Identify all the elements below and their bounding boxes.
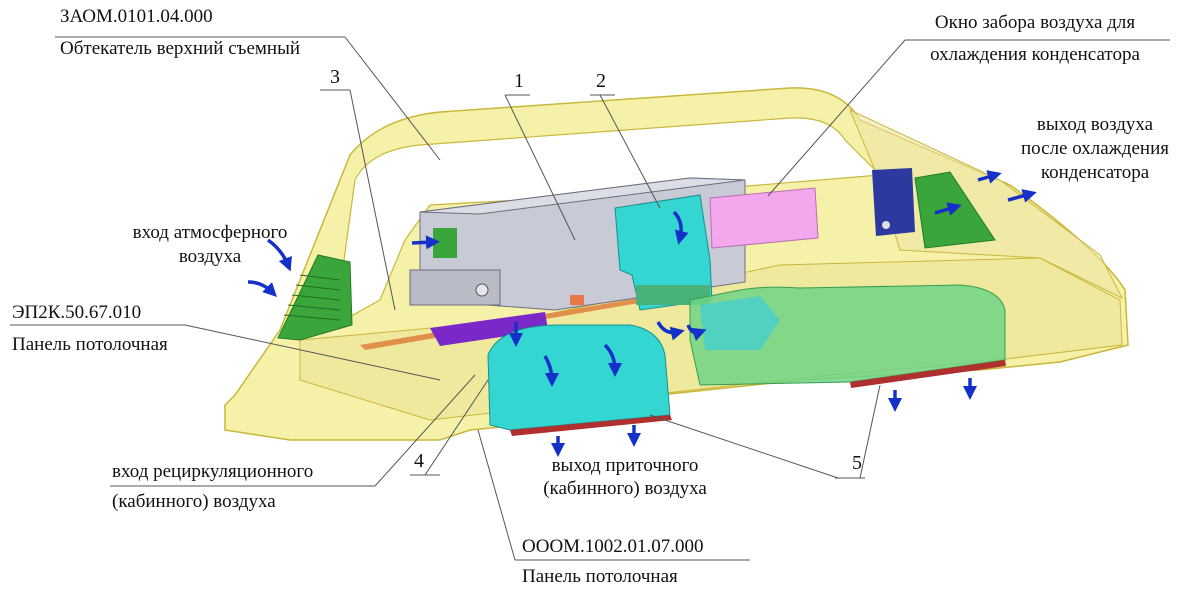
blue-block-screw (882, 221, 890, 229)
arrow-front-duct-2 (603, 343, 622, 377)
label-exit-l2: после охлаждения (1021, 138, 1169, 159)
blue-block (872, 168, 915, 236)
label-panel2-name: Панель потолочная (522, 566, 678, 587)
label-window-l2: охлаждения конденсатора (930, 44, 1140, 65)
arrow-exit-2 (977, 170, 1002, 184)
arrow-duct-curve-1 (656, 321, 685, 341)
callout-5: 5 (852, 452, 862, 474)
callout-2: 2 (596, 70, 606, 92)
supply-duct-front-red-strip (510, 415, 672, 436)
label-recirc-l1: вход рециркуляционного (112, 461, 314, 482)
supply-duct-right-red-strip (850, 360, 1006, 388)
leader-lines (10, 36, 1170, 561)
arrow-inlet-2 (247, 280, 277, 297)
unit-1-bracket (409, 269, 501, 306)
callout-3: 3 (330, 66, 340, 88)
label-panel1-name: Панель потолочная (12, 334, 168, 355)
arrow-exit-1 (934, 202, 962, 216)
callout-1: 1 (514, 70, 524, 92)
label-exit-l3: конденсатора (1040, 162, 1150, 183)
callout-4: 4 (414, 450, 424, 472)
unit-1-bolt (475, 283, 489, 297)
label-window-l1: Окно забора воздуха для (934, 12, 1136, 33)
orange-block (570, 295, 584, 305)
label-inlet-l2: воздуха (178, 246, 242, 267)
arrow-unit-in (411, 235, 440, 250)
arrow-inlet-1 (266, 238, 292, 272)
label-panel2-code: ОООМ.1002.01.07.000 (522, 536, 704, 557)
label-top-code: ЗАОМ.0101.04.000 (60, 6, 213, 27)
label-supply-l1: выход приточного (551, 455, 699, 476)
arrow-front-duct-1 (543, 355, 559, 387)
condenser-window (709, 187, 819, 249)
label-top-name: Обтекатель верхний съемный (60, 38, 301, 59)
unit-1-top (419, 177, 746, 215)
label-recirc-l2: (кабинного) воздуха (112, 491, 276, 512)
label-panel1-code: ЭП2К.50.67.010 (12, 302, 142, 323)
label-exit-l1: выход воздуха (1036, 114, 1154, 135)
arrow-duct-curve-2 (686, 324, 707, 342)
supply-duct-front (487, 324, 671, 431)
arrow-exit-3 (1007, 189, 1037, 203)
arrow-duct-2 (672, 210, 689, 245)
label-inlet-l1: вход атмосферного (132, 222, 288, 243)
inlet-grille-slats (283, 274, 341, 321)
unit-1-green-plate (433, 228, 457, 258)
label-supply-l2: (кабинного) воздуха (543, 478, 707, 499)
duct-cyan-overlay (700, 296, 780, 350)
airflow-arrows (247, 170, 1037, 457)
purple-plate (430, 312, 548, 346)
